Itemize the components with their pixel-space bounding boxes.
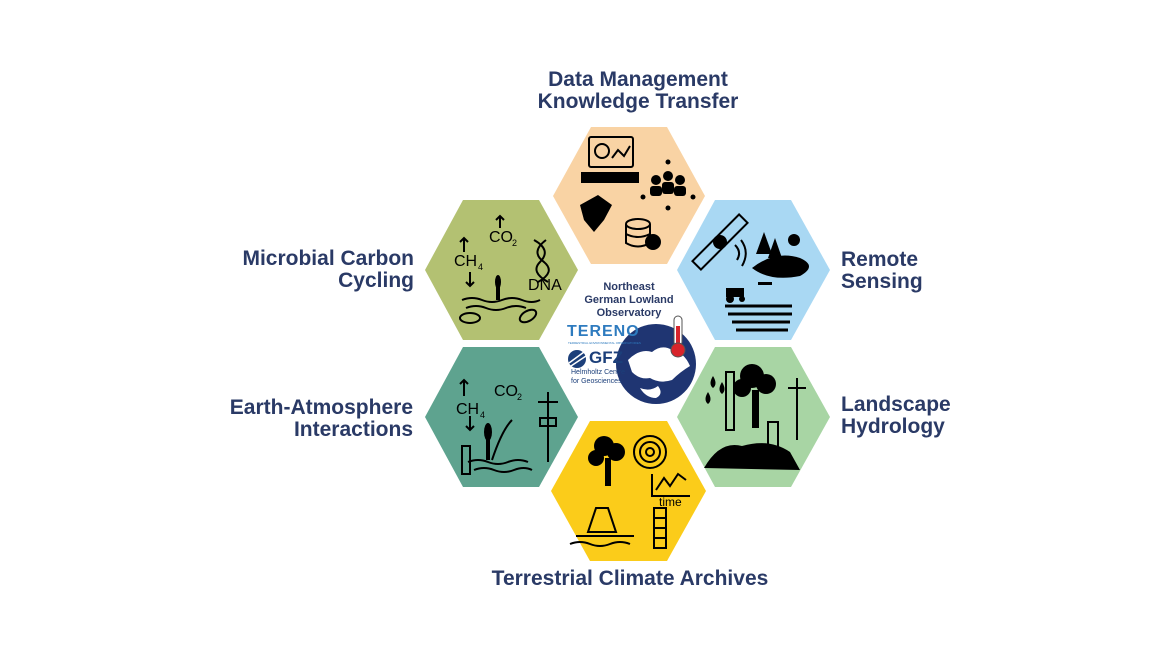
label-line: Terrestrial Climate Archives <box>491 567 769 590</box>
label-line: Sensing <box>841 270 923 293</box>
ch4-sub-top: 4 <box>478 262 483 272</box>
label-remote-sensing: Remote Sensing <box>841 249 923 293</box>
label-terrestrial-climate-archives: Terrestrial Climate Archives <box>478 568 782 590</box>
label-line: Remote <box>841 248 919 271</box>
label-line: Cycling <box>338 269 414 292</box>
label-line: Microbial Carbon <box>242 247 414 270</box>
label-line: Knowledge Transfer <box>537 90 739 113</box>
thermometer-icon <box>670 315 686 358</box>
handshake-icon <box>580 195 612 232</box>
center-title-line: German Lowland <box>584 294 674 306</box>
co2-sub-top: 2 <box>512 238 517 248</box>
ch4-text-top: CH <box>454 253 477 270</box>
sediment-core-icon <box>653 507 667 549</box>
reeds-icon <box>484 419 513 461</box>
plant-sprout-icon <box>495 275 501 300</box>
database-gear-icon <box>625 218 661 250</box>
gfz-subtitle-line: Helmholtz Centre <box>571 369 626 376</box>
tractor-drone-icon <box>726 282 772 303</box>
tereno-logo: TERENO <box>567 323 640 340</box>
center-title-line: Northeast <box>603 281 655 293</box>
forest-landscape-icon <box>752 232 809 278</box>
label-line: Data Management <box>548 68 728 91</box>
tree-rings-icon <box>633 435 667 469</box>
hex-microbial-carbon <box>425 200 578 340</box>
label-data-management: Data Management Knowledge Transfer <box>527 69 749 113</box>
microbe-icon <box>459 308 538 324</box>
label-earth-atmosphere: Earth-Atmosphere Interactions <box>200 397 413 441</box>
gfz-subtitle-line: for Geosciences <box>571 378 622 385</box>
team-network-icon <box>640 159 696 211</box>
measuring-rod-icon <box>725 371 735 431</box>
arrows-up-down-icon <box>459 378 475 432</box>
gfz-logo-text: GFZ <box>589 348 623 367</box>
co2-text-bottom: CO <box>494 383 518 400</box>
ch4-sub-bottom: 4 <box>480 410 485 420</box>
weather-station-icon <box>767 378 806 465</box>
tree-icon <box>733 364 776 428</box>
satellite-icon <box>691 213 749 271</box>
tereno-subtitle: TERRESTRIAL ENVIRONMENTAL OBSERVATORIES <box>568 341 641 345</box>
flux-tower-icon <box>461 392 558 475</box>
co2-sub-bottom: 2 <box>517 392 522 402</box>
computer-icon <box>581 136 639 183</box>
time-series-icon <box>651 472 690 497</box>
dna-text: DNA <box>528 277 562 294</box>
label-line: Earth-Atmosphere <box>229 396 413 419</box>
gfz-subtitle: Helmholtz Centre for Geosciences <box>571 368 625 386</box>
hex-terrestrial-climate-archives <box>551 421 706 561</box>
co2-text-top: CO <box>489 229 513 246</box>
arrows-up-down-icon-2 <box>459 214 505 288</box>
field-rows-icon <box>725 304 792 332</box>
ch4-text-bottom: CH <box>456 401 479 418</box>
center-title: Northeast German Lowland Observatory <box>560 281 698 320</box>
raindrops-icon <box>705 376 725 404</box>
label-line: Landscape <box>841 393 951 416</box>
tree-icon-2 <box>588 436 625 486</box>
center-title-line: Observatory <box>596 307 662 319</box>
label-line: Interactions <box>293 418 413 441</box>
gfz-logo-icon <box>568 350 587 368</box>
drilling-rig-icon <box>569 507 634 547</box>
dna-helix-icon <box>533 239 550 283</box>
label-landscape-hydrology: Landscape Hydrology <box>841 394 951 438</box>
label-microbial-carbon: Microbial Carbon Cycling <box>214 248 414 292</box>
water-waves-icon <box>467 459 533 473</box>
time-axis-label: time <box>659 495 682 509</box>
soil-waves-icon <box>461 297 541 311</box>
label-line: Hydrology <box>841 415 945 438</box>
